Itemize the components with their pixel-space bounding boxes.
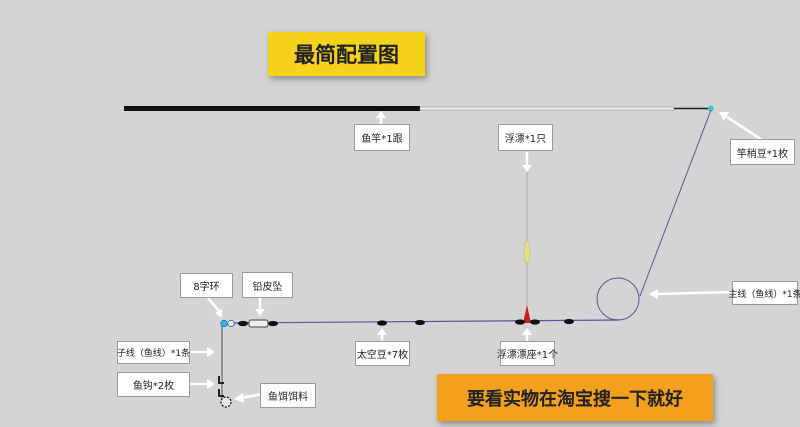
arrow-lead-sinker-head [255,309,265,316]
label-main-line: 主线（鱼线）*1条 [728,281,800,305]
hook [218,376,224,384]
label-float-seat: 浮漂漂座*1个 [497,341,558,366]
arrow-main-line [656,290,733,296]
main-line-descent [639,109,712,297]
rod-butt-section [124,106,420,111]
arrow-float-head [522,165,532,172]
arrow-bait [241,392,263,400]
label-lead-sinker: 铅皮坠 [242,272,293,298]
bait-lump [220,396,232,408]
hook [218,389,224,397]
label-space-beans: 太空豆*7枚 [355,341,410,366]
float [523,172,531,323]
eight-ring-connector-loop [227,319,235,328]
space-bean [530,319,540,325]
label-eight-ring: 8字环 [180,273,233,298]
space-bean [515,319,525,325]
pointer-arrows [190,111,763,403]
taobao-hint-banner: 要看实物在淘宝搜一下就好 [437,374,713,421]
eight-ring-connector [220,319,228,328]
arrow-rod-tip-bead [726,115,763,142]
sub-line-and-hooks [218,326,232,408]
label-rod: 鱼竿*1跟 [354,124,410,151]
label-hook: 鱼钩*2枚 [117,372,190,397]
space-bean [564,318,574,325]
space-beans [238,318,574,327]
label-sub-line: 子线（鱼线）*1条 [117,341,190,364]
label-rod-tip-bead: 竿稍豆*1枚 [730,139,795,165]
arrow-rod-tip-bead-head [719,112,729,121]
lead-sinker [248,319,269,328]
arrow-sub-line-head [207,347,215,357]
space-bean [415,319,425,326]
fishing-rod [124,106,710,111]
label-float: 浮漂*1只 [498,124,553,151]
space-bean [268,320,278,327]
rod-tip-bead [708,105,714,112]
diagram-title: 最简配置图 [268,32,425,76]
arrow-eight-ring-head [215,309,222,318]
arrow-float-seat-head [522,328,532,335]
space-bean [238,320,248,327]
arrow-hook-head [207,379,215,389]
arrow-bait-head [234,393,244,403]
label-bait: 鱼饵饵料 [260,383,316,408]
arrow-eight-ring [207,297,220,312]
float-body [523,240,531,264]
rod-mid-section [419,106,675,111]
space-bean [377,320,387,326]
main-line-loop [596,277,640,321]
float-seat-tip [523,305,531,323]
arrow-space-beans-head [377,328,387,335]
arrow-rod-head [376,111,386,118]
arrow-main-line-head [649,289,658,299]
